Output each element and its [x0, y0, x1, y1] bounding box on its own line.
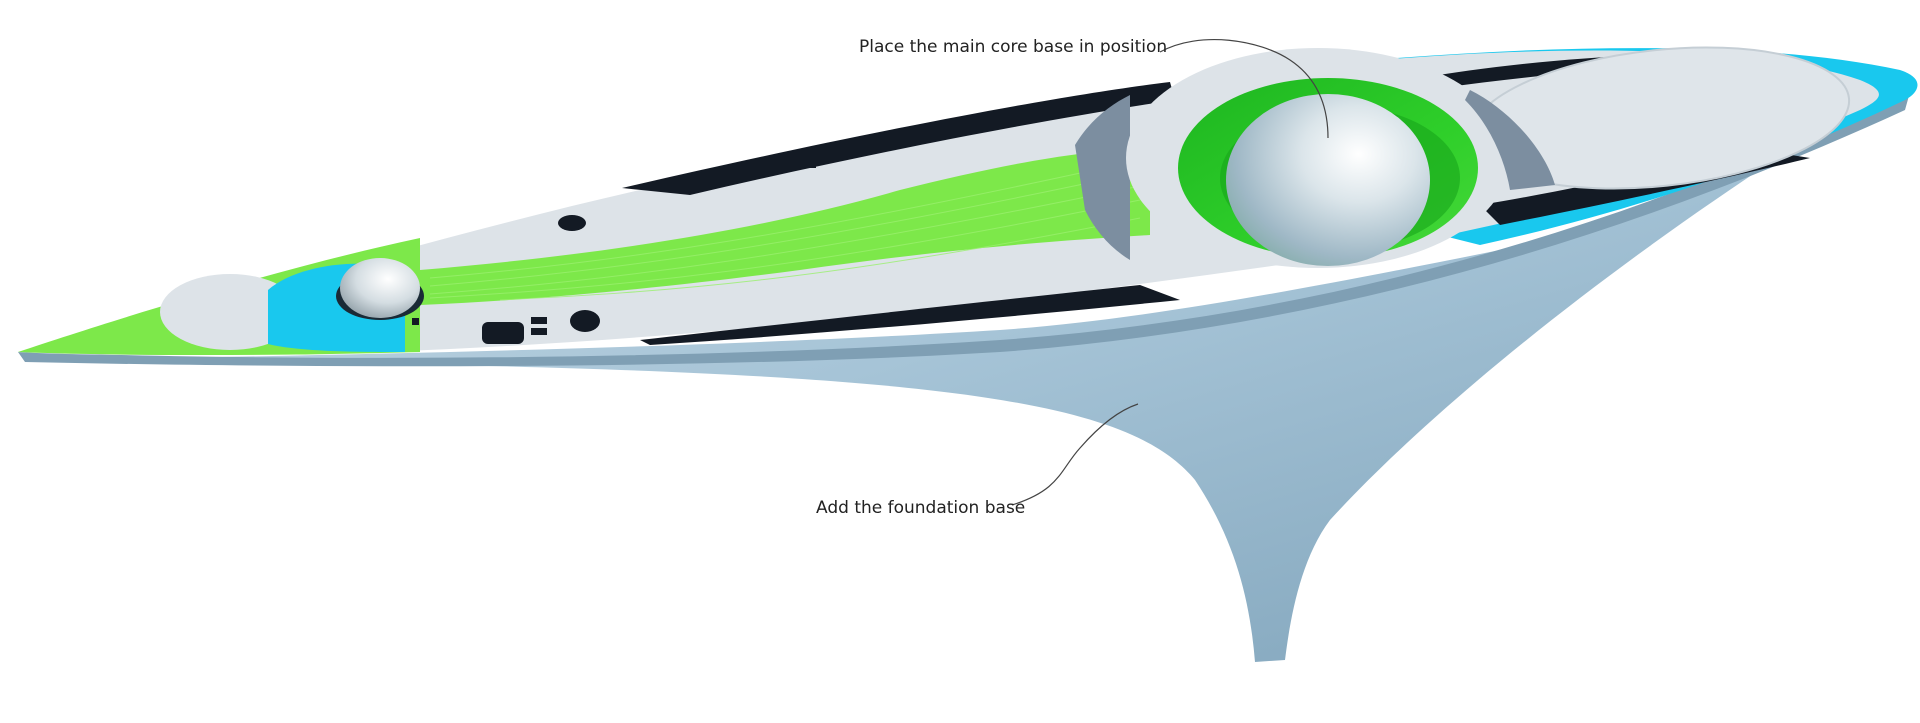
core-ring-shadow — [1075, 95, 1130, 260]
small-dome-sphere-icon — [340, 258, 420, 318]
deck-hatch-5 — [531, 328, 547, 335]
main-core-sphere-icon — [1226, 94, 1430, 266]
foundation-base-annotation: Add the foundation base — [816, 498, 1026, 518]
deck-hatch-4 — [531, 317, 547, 324]
deck-hatch-3 — [482, 322, 524, 344]
core-ring-shade-right — [1465, 90, 1555, 190]
deck-hatch-6 — [798, 160, 816, 168]
navy-band-lower — [640, 285, 1180, 345]
deck-hatch-1 — [558, 215, 586, 231]
leader-line-foundation — [1011, 403, 1139, 506]
leader-line-core — [1159, 38, 1329, 139]
foundation-base — [30, 150, 1790, 662]
bow-oval — [160, 274, 300, 350]
deck-hatch-7 — [412, 318, 419, 325]
navy-band-upper — [622, 82, 1175, 195]
runway-lines — [429, 159, 1141, 301]
deck-hatch-2 — [570, 310, 600, 332]
core-base-annotation: Place the main core base in position — [859, 37, 1168, 57]
green-runway — [420, 148, 1150, 305]
